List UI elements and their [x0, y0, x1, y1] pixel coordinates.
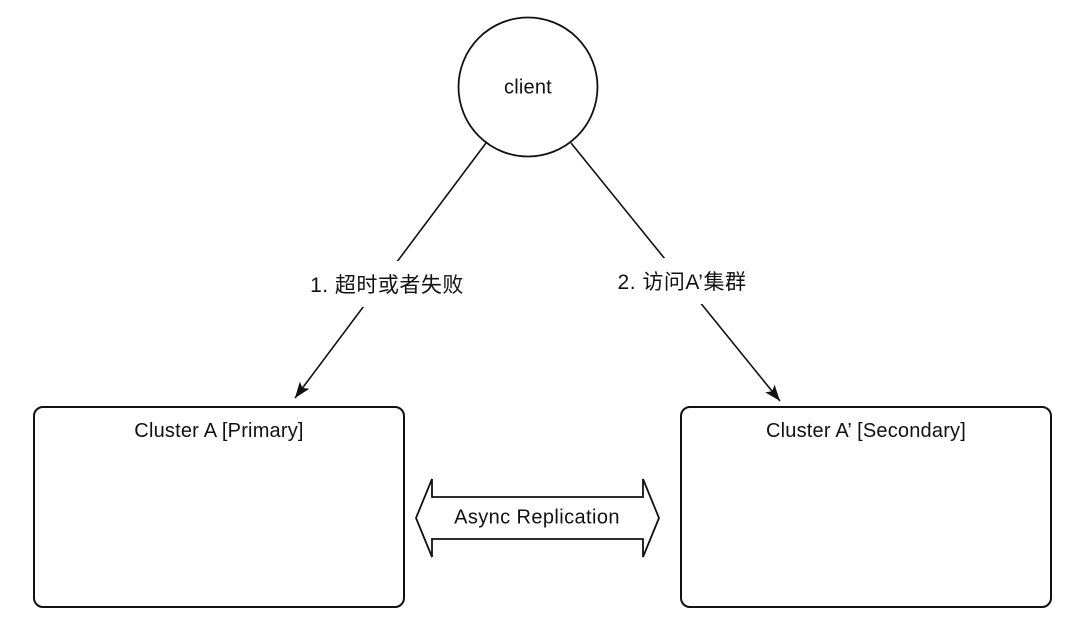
client-node-label: client: [504, 76, 552, 99]
client-circle: [457, 16, 599, 158]
async-replication-label: Async Replication: [454, 506, 620, 529]
cluster-a-primary-title: Cluster A [Primary]: [134, 420, 304, 442]
cluster-a-secondary-box: Cluster A’ [Secondary]: [680, 406, 1052, 608]
cluster-a-primary-box: Cluster A [Primary]: [33, 406, 405, 608]
edge-label-access: 2. 访问A’集群: [607, 258, 757, 304]
cluster-a-secondary-title: Cluster A’ [Secondary]: [765, 420, 967, 442]
async-replication-arrow-shape: [415, 478, 660, 558]
edge-label-timeout: 1. 超时或者失败: [300, 261, 474, 307]
